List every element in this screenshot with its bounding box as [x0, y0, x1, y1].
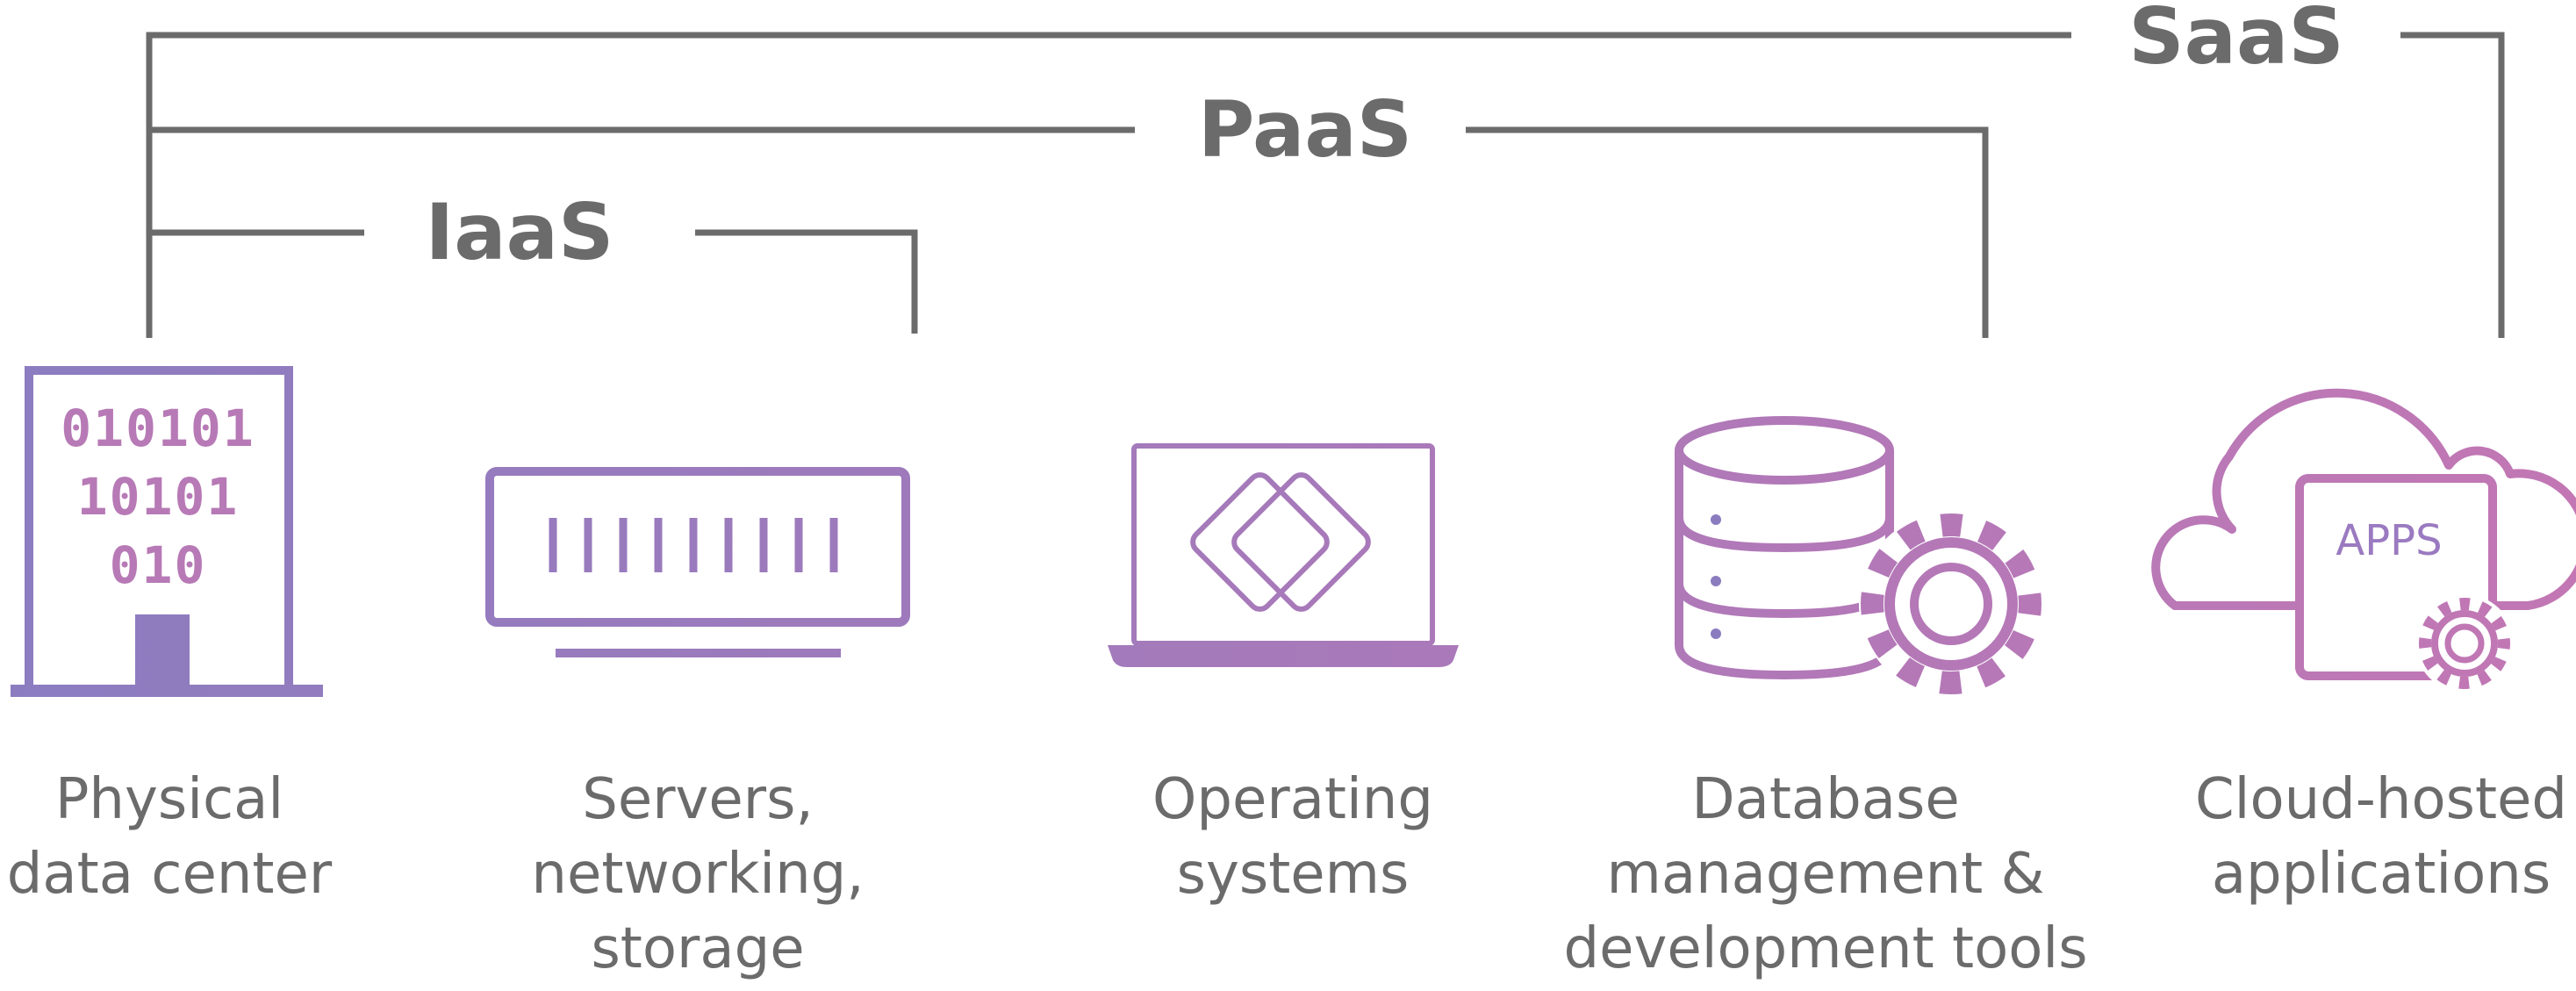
saas-bracket-right — [2400, 32, 2505, 338]
saas-label: SaaS — [2128, 0, 2344, 82]
caption-database: Database management & development tools — [1563, 767, 2087, 981]
saas-bracket-left — [146, 32, 2071, 338]
caption-line: development tools — [1563, 916, 2087, 981]
caption-line: storage — [591, 916, 804, 981]
caption-servers: Servers, networking, storage — [531, 767, 864, 981]
database-gear-icon — [1675, 416, 2043, 696]
binary-line-1: 010101 — [61, 399, 255, 458]
caption-line: Physical — [55, 767, 283, 832]
caption-line: Servers, — [582, 767, 814, 832]
binary-line-3: 010 — [110, 535, 207, 595]
caption-data-center: Physical data center — [7, 767, 333, 907]
iaas-label: IaaS — [426, 187, 614, 277]
caption-line: Cloud-hosted — [2195, 767, 2567, 832]
saas-bracket — [146, 32, 2505, 338]
caption-line: Operating — [1152, 767, 1433, 832]
paas-bracket — [149, 126, 1989, 338]
apps-badge: APPS — [2336, 516, 2442, 565]
small-gear-icon — [2415, 594, 2514, 693]
caption-line: management & — [1607, 842, 2045, 907]
paas-label: PaaS — [1198, 84, 1412, 175]
caption-line: Database — [1691, 767, 1959, 832]
caption-apps: Cloud-hosted applications — [2195, 767, 2567, 907]
caption-line: systems — [1177, 842, 1410, 907]
binary-line-2: 10101 — [77, 467, 240, 527]
server-rack-icon — [485, 467, 910, 657]
caption-line: networking, — [531, 842, 864, 907]
iaas-bracket-right — [695, 229, 918, 334]
caption-os: Operating systems — [1152, 767, 1433, 907]
cloud-apps-icon: APPS — [2151, 388, 2576, 693]
gear-icon — [1859, 512, 2043, 696]
paas-bracket-right — [1466, 126, 1989, 338]
iaas-bracket — [149, 229, 918, 334]
caption-line: applications — [2212, 842, 2551, 907]
laptop-icon — [1108, 443, 1459, 667]
building-icon: 010101 10101 010 — [11, 366, 323, 697]
caption-line: data center — [7, 842, 333, 907]
